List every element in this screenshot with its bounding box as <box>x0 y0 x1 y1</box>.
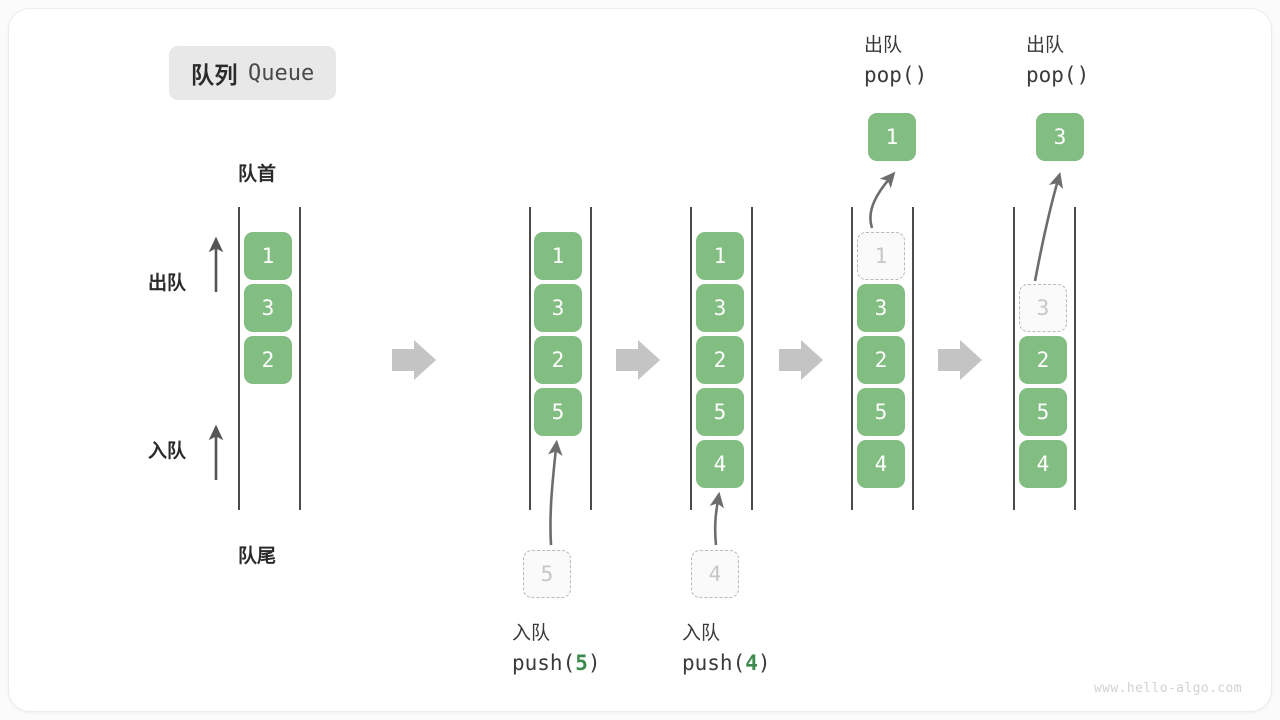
cell-col3-4: 4 <box>696 440 744 488</box>
diagram-card <box>8 8 1272 712</box>
cell-col4-3: 5 <box>857 388 905 436</box>
cell-col5-1: 3 <box>1019 284 1067 332</box>
ghost-cell-push-4: 4 <box>691 550 739 598</box>
label-enqueue-side: 入队 <box>148 441 187 462</box>
push-5-value: 5 <box>575 650 588 675</box>
caption-pop-3: 出队 pop() <box>1026 32 1089 90</box>
rail-right-col5 <box>1074 207 1076 510</box>
cell-col4-2: 2 <box>857 336 905 384</box>
title-badge: 队列 Queue <box>169 46 337 100</box>
ghost-cell-push-5: 5 <box>523 550 571 598</box>
rail-left-col3 <box>690 207 692 510</box>
title-chinese: 队列 <box>191 62 238 88</box>
caption-pop-1: 出队 pop() <box>864 32 927 90</box>
caption-push-4-cn: 入队 <box>682 623 721 644</box>
caption-push-5-cn: 入队 <box>512 623 551 644</box>
title-english: Queue <box>248 60 315 86</box>
cell-col3-2: 2 <box>696 336 744 384</box>
cell-col3-1: 3 <box>696 284 744 332</box>
rail-right-col2 <box>590 207 592 510</box>
rail-left-col5 <box>1013 207 1015 510</box>
caption-pop-1-cn: 出队 <box>864 35 903 56</box>
label-queue-head: 队首 <box>238 164 277 185</box>
cell-col2-0: 1 <box>534 232 582 280</box>
caption-push-4: 入队 push(4) <box>682 620 771 678</box>
cell-col5-2: 2 <box>1019 336 1067 384</box>
popped-cell-3: 3 <box>1036 113 1084 161</box>
cell-col3-3: 5 <box>696 388 744 436</box>
label-dequeue-side: 出队 <box>148 273 187 294</box>
caption-pop-3-cn: 出队 <box>1026 35 1065 56</box>
popped-cell-1: 1 <box>868 113 916 161</box>
caption-pop-3-code: pop() <box>1026 62 1090 87</box>
cell-col5-3: 5 <box>1019 388 1067 436</box>
rail-left-col2 <box>529 207 531 510</box>
cell-col2-1: 3 <box>534 284 582 332</box>
cell-col4-0: 1 <box>857 232 905 280</box>
cell-col3-0: 1 <box>696 232 744 280</box>
push-5-suffix: ) <box>587 650 601 675</box>
push-5-prefix: push( <box>512 650 576 675</box>
push-4-suffix: ) <box>757 650 771 675</box>
rail-right-col4 <box>912 207 914 510</box>
cell-col5-4: 4 <box>1019 440 1067 488</box>
push-4-value: 4 <box>745 650 758 675</box>
rail-left-col4 <box>851 207 853 510</box>
rail-left-col1 <box>238 207 240 510</box>
caption-push-4-code: push(4) <box>682 648 771 678</box>
rail-right-col3 <box>751 207 753 510</box>
cell-col4-1: 3 <box>857 284 905 332</box>
cell-col1-1: 3 <box>244 284 292 332</box>
label-queue-tail: 队尾 <box>238 546 277 567</box>
cell-col2-2: 2 <box>534 336 582 384</box>
cell-col1-2: 2 <box>244 336 292 384</box>
push-4-prefix: push( <box>682 650 746 675</box>
cell-col2-3: 5 <box>534 388 582 436</box>
watermark: www.hello-algo.com <box>1093 681 1242 696</box>
caption-push-5-code: push(5) <box>512 648 601 678</box>
caption-push-5: 入队 push(5) <box>512 620 601 678</box>
rail-right-col1 <box>299 207 301 510</box>
cell-col1-0: 1 <box>244 232 292 280</box>
cell-col4-4: 4 <box>857 440 905 488</box>
caption-pop-1-code: pop() <box>864 62 928 87</box>
